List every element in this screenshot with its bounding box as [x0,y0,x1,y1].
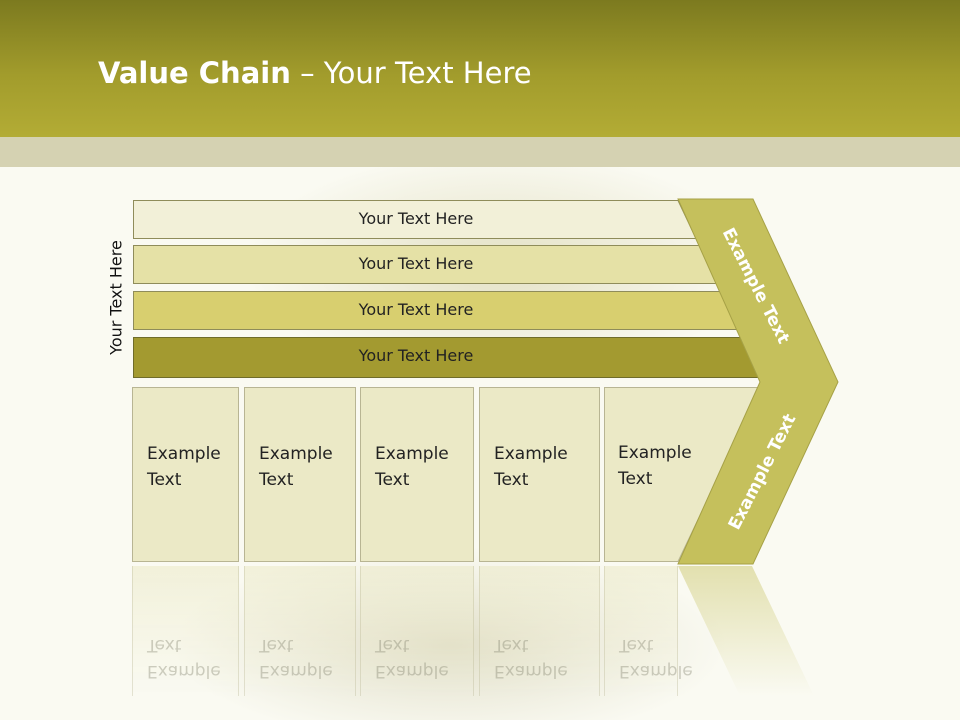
primary-box-label: Example Text [147,444,221,490]
slide-title: Value Chain – Your Text Here [98,56,532,90]
box-reflection: Example Text [244,566,356,696]
header-bar [0,0,960,137]
box-reflection: Example Text [479,566,600,696]
margin-chevron [677,198,839,565]
reflection-label: Example Text [494,635,568,681]
primary-box-last-shape [604,387,762,562]
box-reflection: Example Text [132,566,239,696]
primary-box: Example Text [244,387,356,562]
reflection-label: Example Text [147,635,221,681]
primary-box: Example Text [360,387,474,562]
primary-box-label: Example Text [494,444,568,490]
header-band [0,137,960,167]
support-row-label: Your Text Here [358,300,474,319]
support-row: Your Text Here [133,291,743,330]
title-bold: Value Chain [98,56,291,90]
support-row: Your Text Here [133,337,765,378]
primary-box-label: Example Text [618,443,692,489]
reflection-label: Example Text [375,635,449,681]
title-rest: – Your Text Here [290,56,532,90]
primary-box-label: Example Text [259,444,333,490]
primary-box-label: Example Text [375,444,449,490]
primary-box: Example Text [479,387,600,562]
primary-box-last: Example Text [604,387,762,562]
chevron-reflection [678,566,814,696]
side-label: Your Text Here [106,240,126,355]
box-reflection: Example Text [604,566,693,696]
support-row-label: Your Text Here [358,346,474,365]
primary-box: Example Text [132,387,239,562]
box-reflection: Example Text [360,566,474,696]
support-row-label: Your Text Here [358,209,474,228]
support-row: Your Text Here [133,200,698,239]
support-row: Your Text Here [133,245,723,284]
support-row-label: Your Text Here [358,254,474,273]
reflection-label: Example Text [259,635,333,681]
